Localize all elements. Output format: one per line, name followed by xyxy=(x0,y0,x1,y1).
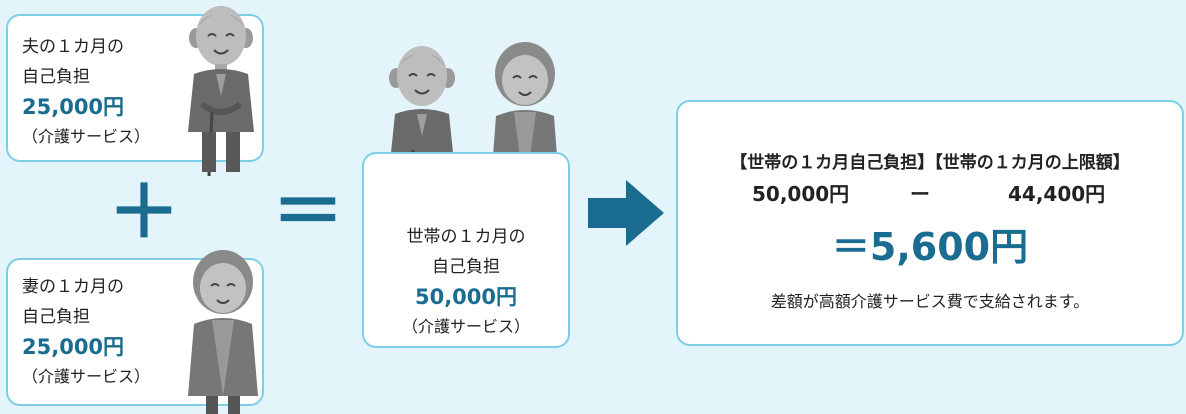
upper-limit-value: 44,400円 xyxy=(1008,182,1106,206)
household-total-value: 50,000円 xyxy=(752,182,850,206)
result-header: 【世帯の１カ月自己負担】【世帯の１カ月の上限額】 xyxy=(730,153,1130,173)
result-caption: 差額が高額介護サービス費で支給されます。 xyxy=(770,292,1090,311)
household-label-line2: 自己負担 xyxy=(432,257,500,277)
reimbursement-amount: ＝5,600円 xyxy=(831,225,1029,269)
husband-label-line1: 夫の１カ月の xyxy=(22,37,124,57)
household-label-line1: 世帯の１カ月の xyxy=(406,227,526,247)
wife-note: （介護サービス） xyxy=(22,367,151,386)
household-card: 世帯の１カ月の 自己負担 50,000円 （介護サービス） xyxy=(362,152,570,348)
plus-operator: ＋ xyxy=(108,170,181,254)
household-note: （介護サービス） xyxy=(401,317,530,336)
husband-amount: 25,000円 xyxy=(22,95,125,119)
elderly-woman-icon xyxy=(188,250,258,414)
husband-note: （介護サービス） xyxy=(22,127,151,146)
wife-label-line1: 妻の１カ月の xyxy=(22,277,124,297)
household-amount: 50,000円 xyxy=(414,285,518,309)
result-card: 【世帯の１カ月自己負担】【世帯の１カ月の上限額】 50,000円 ー 44,40… xyxy=(676,100,1184,346)
wife-label-line2: 自己負担 xyxy=(22,307,90,327)
arrow-right-icon xyxy=(588,180,664,246)
elderly-man-icon xyxy=(188,6,254,177)
minus-sign: ー xyxy=(910,182,930,206)
husband-label-line2: 自己負担 xyxy=(22,67,90,87)
equals-operator: ＝ xyxy=(272,170,345,254)
wife-amount: 25,000円 xyxy=(22,335,125,359)
